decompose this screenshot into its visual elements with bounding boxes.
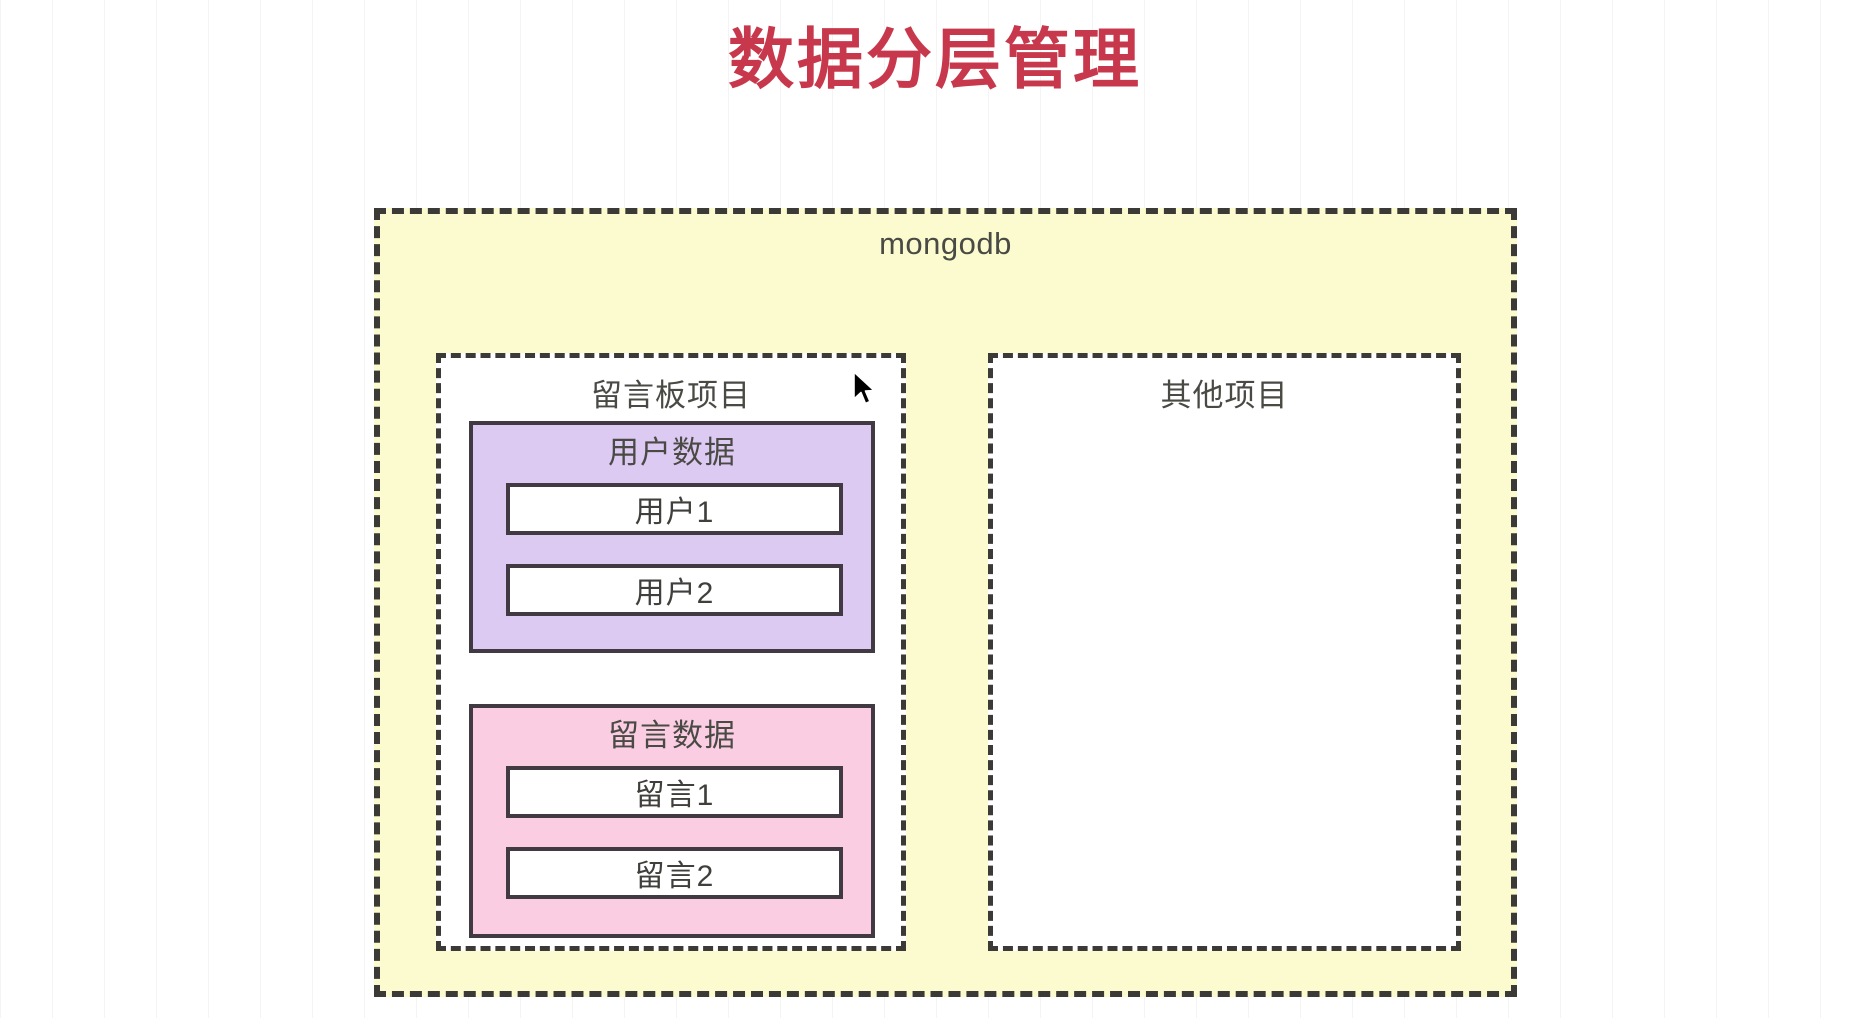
data-group-message-data[interactable]: 留言数据 留言1 留言2 [469, 704, 875, 938]
data-group-label-user-data: 用户数据 [608, 435, 736, 470]
list-item[interactable]: 用户1 [506, 483, 843, 535]
project-label-message-board: 留言板项目 [591, 378, 751, 413]
item-list-user-data: 用户1 用户2 [506, 483, 843, 616]
mongodb-container: mongodb 留言板项目 用户数据 用户1 用户2 留言数据 留言1 留言2 … [374, 208, 1517, 997]
page-title: 数据分层管理 [728, 21, 1142, 98]
data-group-user-data[interactable]: 用户数据 用户1 用户2 [469, 421, 875, 653]
item-list-message-data: 留言1 留言2 [506, 766, 843, 899]
project-box-other[interactable]: 其他项目 [988, 353, 1461, 951]
project-label-other: 其他项目 [1160, 378, 1289, 413]
mongodb-label: mongodb [879, 226, 1012, 261]
list-item[interactable]: 留言2 [506, 847, 843, 899]
data-group-label-message-data: 留言数据 [608, 718, 736, 753]
project-box-message-board[interactable]: 留言板项目 用户数据 用户1 用户2 留言数据 留言1 留言2 [436, 353, 906, 951]
list-item[interactable]: 用户2 [506, 564, 843, 616]
list-item[interactable]: 留言1 [506, 766, 843, 818]
